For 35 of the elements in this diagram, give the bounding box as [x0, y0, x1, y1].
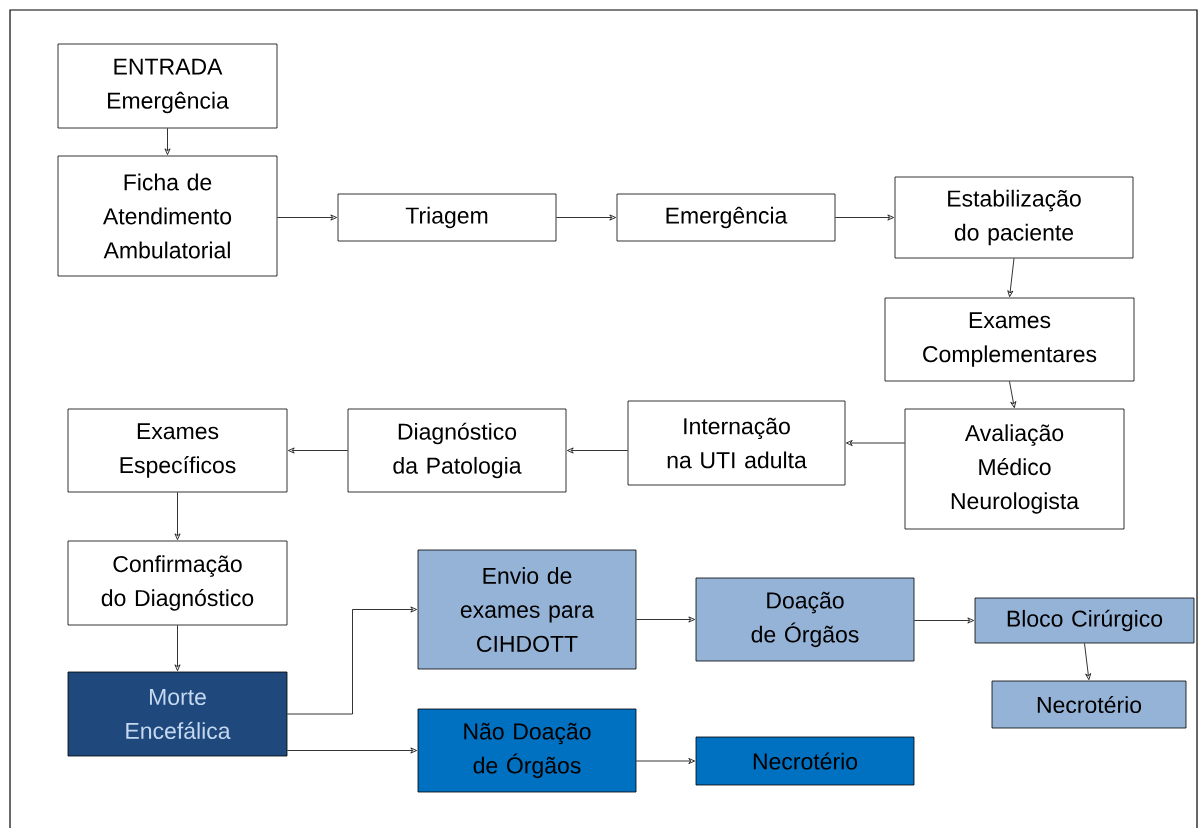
process-box: Internação na UTI adulta	[627, 400, 846, 486]
arrow	[174, 625, 181, 671]
process-box: Diagnóstico da Patologia	[347, 408, 567, 493]
process-box: Doação de Órgãos	[695, 577, 915, 662]
process-box: Estabilização do paciente	[894, 176, 1134, 259]
process-box: Morte Encefálica	[67, 671, 288, 757]
process-box: Confirmação do Diagnóstico	[67, 540, 288, 626]
process-box: Necrotério	[695, 736, 915, 786]
process-box: Exames Complementares	[884, 297, 1135, 382]
process-box: Exames Específicos	[67, 408, 288, 493]
process-box: Necrotério	[991, 680, 1187, 729]
arrow	[287, 606, 417, 715]
arrow	[164, 128, 171, 155]
arrow	[636, 616, 695, 623]
arrow	[174, 492, 181, 540]
process-box: Avaliação Médico Neurologista	[904, 408, 1125, 530]
arrow	[1007, 258, 1015, 297]
arrow	[277, 214, 337, 221]
process-box: Não Doação de Órgãos	[417, 708, 637, 793]
process-box: ENTRADA Emergência	[57, 43, 278, 129]
arrow	[636, 758, 695, 764]
arrow	[567, 447, 628, 454]
process-box: Bloco Cirúrgico	[974, 597, 1195, 644]
process-box: Triagem	[337, 193, 557, 242]
arrow	[835, 214, 894, 221]
arrow	[1009, 381, 1017, 409]
arrow	[1084, 643, 1092, 680]
process-box: Envio de exames para CIHDOTT	[417, 549, 637, 670]
process-box: Ficha de Atendimento Ambulatorial	[57, 155, 278, 277]
arrow	[287, 747, 417, 754]
arrow	[914, 617, 974, 624]
arrow	[288, 447, 348, 454]
arrow	[556, 214, 616, 221]
arrow	[846, 440, 905, 446]
process-box: Emergência	[616, 193, 836, 242]
